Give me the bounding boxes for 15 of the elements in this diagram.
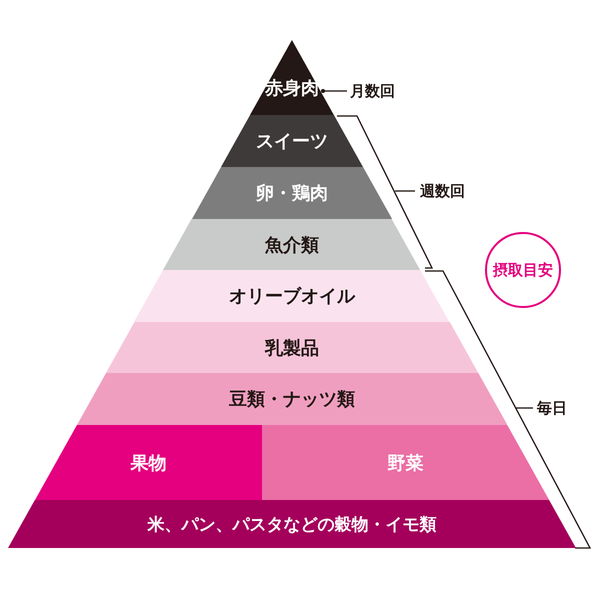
pyramid-band: 豆類・ナッツ類 (76, 373, 508, 425)
pyramid-band: スイーツ (221, 115, 363, 167)
pyramid-band: 米、パン、パスタなどの穀物・イモ類 (8, 500, 576, 548)
pyramid-band: 果物 (34, 425, 262, 500)
pyramid-band: オリーブオイル (134, 270, 450, 322)
pyramid-band: 魚介類 (163, 219, 421, 270)
pyramid-band: 赤身肉 (250, 40, 334, 115)
frequency-label: 毎日 (537, 398, 567, 418)
pyramid-band: 卵・鶏肉 (192, 167, 392, 219)
badge-circle: 摂取目安 (485, 232, 561, 308)
leader-line (321, 89, 347, 93)
pyramid-band: 野菜 (262, 425, 550, 500)
frequency-label: 月数回 (350, 81, 395, 101)
frequency-label: 週数回 (420, 181, 465, 201)
pyramid-band: 乳製品 (106, 322, 478, 373)
